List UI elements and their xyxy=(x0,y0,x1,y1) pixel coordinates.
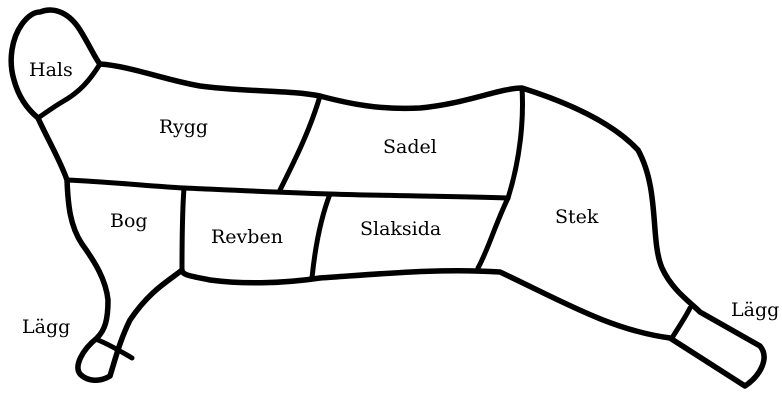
label-bog: Bog xyxy=(110,210,148,232)
label-revben: Revben xyxy=(211,226,283,248)
rygg-sadel-boundary xyxy=(277,93,323,193)
bog-revben-boundary xyxy=(179,185,187,273)
animal-outline xyxy=(8,7,767,389)
label-hals: Hals xyxy=(29,59,73,81)
label-lagg-front: Lägg xyxy=(22,316,70,338)
front-hoof-line xyxy=(95,337,135,361)
label-slaksida: Slaksida xyxy=(360,218,441,240)
sadel-stek-boundary xyxy=(505,85,525,201)
slaksida-stek-boundary xyxy=(475,195,511,271)
label-sadel: Sadel xyxy=(383,136,437,158)
label-rygg: Rygg xyxy=(159,116,208,138)
back-belly-line xyxy=(64,177,511,201)
back-hoof-line xyxy=(669,305,693,341)
revben-slaksida-boundary xyxy=(309,191,333,281)
label-stek: Stek xyxy=(555,206,599,228)
label-lagg-back: Lägg xyxy=(731,299,779,321)
hals-boundary xyxy=(35,61,103,121)
